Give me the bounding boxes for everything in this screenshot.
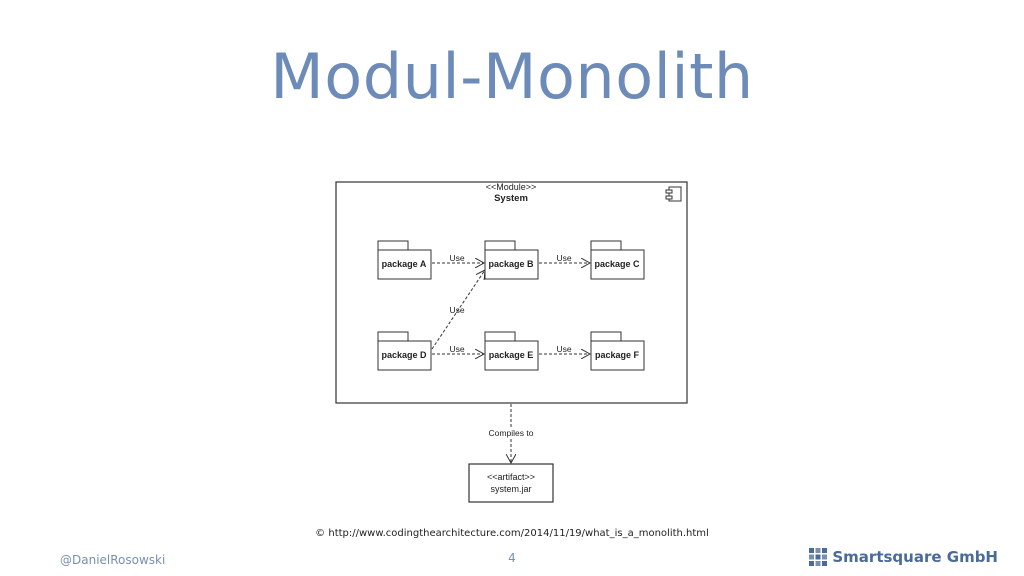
package-e-label: package E — [489, 350, 534, 360]
dependency-e-f-label: Use — [556, 344, 571, 354]
package-a-label: package A — [382, 259, 427, 269]
package-e: package E — [484, 331, 539, 371]
dependency-a-b: Use — [432, 253, 484, 263]
component-icon — [665, 186, 682, 202]
module-stereotype: <<Module>> — [486, 182, 537, 192]
package-c: package C — [590, 240, 645, 280]
dependency-d-e-label: Use — [449, 344, 464, 354]
module-name: System — [494, 193, 528, 204]
dependency-d-b-label: Use — [449, 305, 464, 315]
package-d: package D — [377, 331, 432, 371]
smartsquare-logo-icon — [809, 548, 828, 566]
image-credit: © http://www.codingthearchitecture.com/2… — [315, 528, 709, 539]
artifact-name: system.jar — [490, 484, 531, 494]
slide-title: Modul-Monolith — [270, 40, 754, 113]
author-handle: @DanielRosowski — [60, 553, 166, 567]
dependency-b-c-label: Use — [556, 253, 571, 263]
package-d-label: package D — [381, 350, 427, 360]
package-f: package F — [590, 331, 645, 371]
dependency-d-b: Use — [431, 270, 485, 350]
package-b: package B — [484, 240, 539, 280]
dependency-e-f: Use — [539, 344, 590, 354]
compiles-to-dependency: Compiles to — [484, 404, 540, 463]
page-number: 4 — [508, 551, 516, 565]
package-c-label: package C — [594, 259, 640, 269]
artifact-stereotype: <<artifact>> — [487, 472, 535, 482]
company-logo: Smartsquare GmbH — [809, 548, 998, 566]
package-a: package A — [377, 240, 432, 280]
dependency-a-b-label: Use — [449, 253, 464, 263]
package-b-label: package B — [488, 259, 534, 269]
compiles-to-label: Compiles to — [489, 428, 534, 438]
artifact-system-jar: <<artifact>> system.jar — [468, 463, 554, 503]
dependency-d-e: Use — [432, 344, 484, 354]
package-f-label: package F — [595, 350, 640, 360]
company-name: Smartsquare GmbH — [832, 548, 998, 566]
dependency-b-c: Use — [539, 253, 590, 263]
